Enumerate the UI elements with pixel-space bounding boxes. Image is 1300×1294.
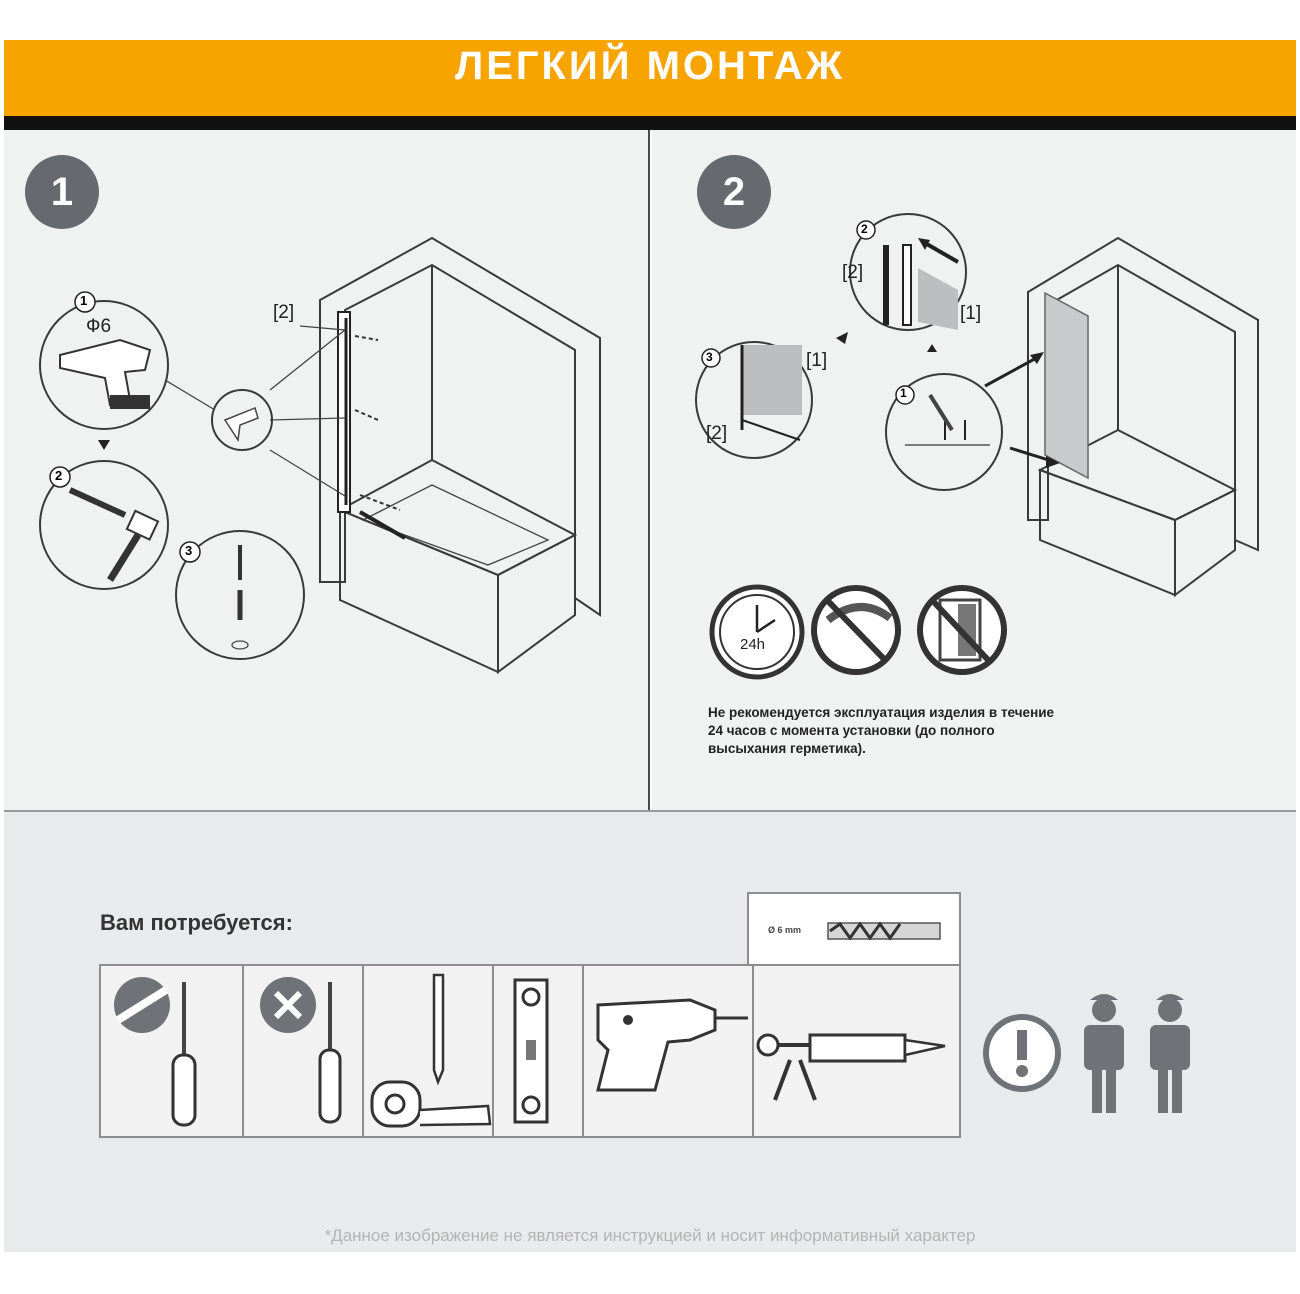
pencil-tape-measure-icon (370, 973, 492, 1128)
drill-bit-size-label: Ø 6 mm (768, 925, 802, 935)
header-banner (4, 40, 1296, 116)
step2-detail-circle-left (695, 341, 813, 459)
timer-label: 24h (740, 636, 766, 653)
step2-label-1-top: [1] (960, 303, 982, 324)
step2-substep-2: 2 (861, 222, 868, 236)
step1-panel (4, 130, 648, 810)
step2-bathroom-drawing (1027, 236, 1259, 597)
step1-substep-2: 2 (55, 468, 63, 483)
timer-24h-icon (709, 584, 805, 680)
step2-label-2-top: [2] (842, 262, 864, 283)
drill-bit-icon (827, 921, 941, 941)
power-drill-icon (596, 998, 748, 1092)
step2-label-1-left: [1] (806, 350, 828, 371)
step1-bathroom-drawing (269, 236, 601, 674)
step2-panel (652, 130, 1296, 810)
no-door-push-icon (917, 585, 1007, 675)
spirit-level-icon (513, 978, 549, 1124)
step1-substep-1: 1 (80, 293, 88, 308)
step2-substep-3: 3 (706, 350, 713, 364)
caulking-gun-icon (756, 1033, 946, 1101)
drill-diameter-label: Ф6 (86, 316, 111, 337)
curing-notice: Не рекомендуется эксплуатация изделия в … (708, 705, 1055, 756)
disclaimer: *Данное изображение не является инструкц… (324, 1226, 976, 1245)
no-shower-icon (811, 585, 901, 675)
warning-exclamation-icon (983, 1014, 1061, 1092)
step2-label-2-left: [2] (706, 423, 728, 444)
phillips-screwdriver-icon (260, 977, 342, 1124)
step2-substep-1: 1 (900, 386, 907, 400)
panel-divider (648, 130, 650, 812)
section-divider (4, 810, 1296, 812)
arrow-down-icon (98, 440, 110, 450)
two-workers-icon (1084, 994, 1190, 1113)
step2-detail-circle-top (849, 213, 967, 331)
step2-sealant-circle (885, 373, 1003, 491)
flat-screwdriver-icon (114, 977, 197, 1127)
step1-callout-label: [2] (273, 302, 295, 323)
header-divider (4, 116, 1296, 130)
step2-badge: 2 (697, 155, 771, 229)
page-title: ЛЕГКИЙ МОНТАЖ (455, 44, 845, 88)
step1-drill-circle: Ф6 (39, 300, 169, 430)
tools-title: Вам потребуется: (100, 910, 293, 935)
step1-anchor-circle (39, 460, 169, 590)
step1-gun-circle (211, 389, 273, 451)
step1-badge: 1 (25, 155, 99, 229)
step1-substep-3: 3 (185, 543, 193, 558)
step1-screw-circle (175, 530, 305, 660)
